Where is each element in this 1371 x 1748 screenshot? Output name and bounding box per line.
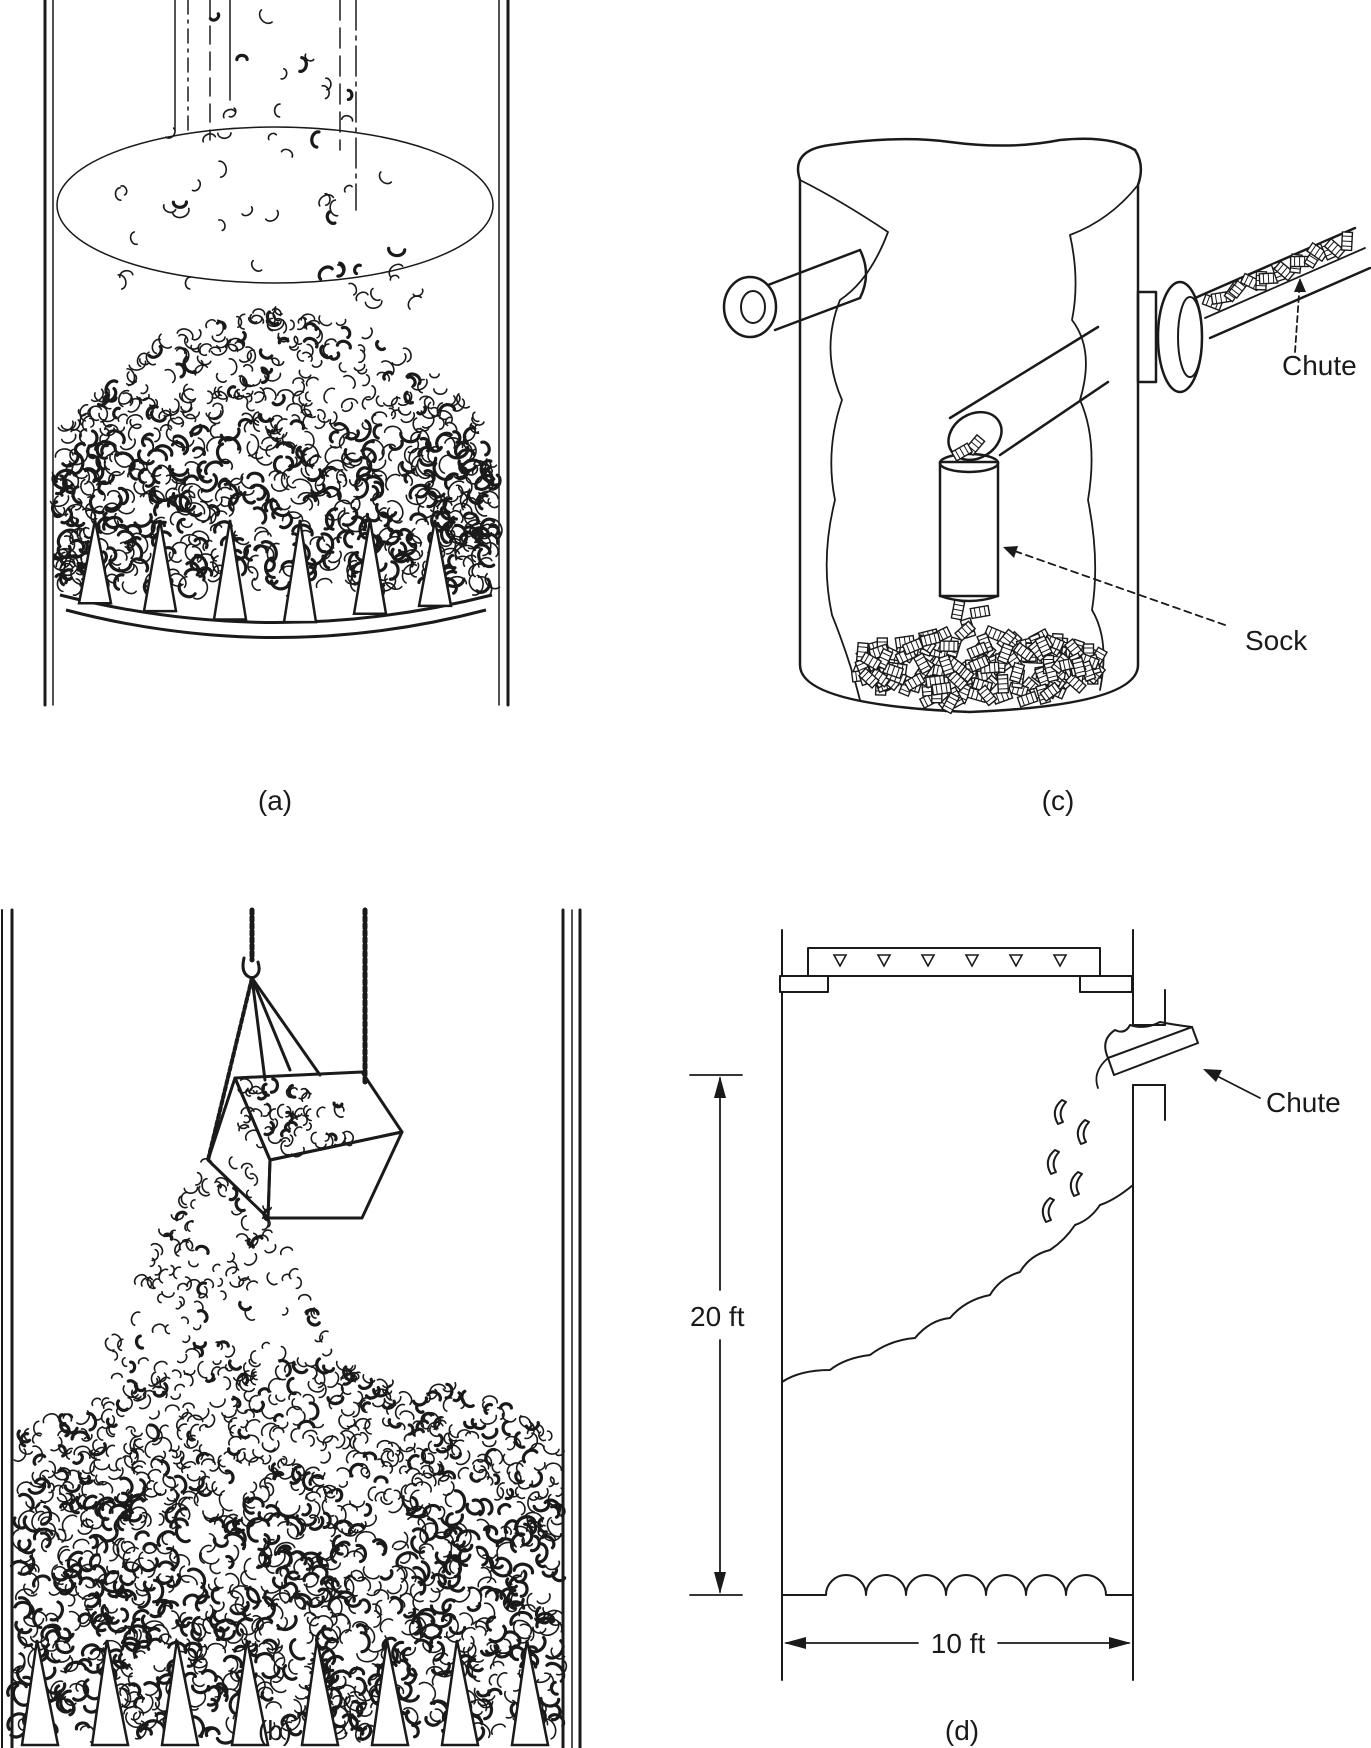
panel-a-liquid-dump xyxy=(43,0,510,707)
liquid-surface-ellipse xyxy=(56,126,494,284)
height-dimension-label: 20 ft xyxy=(690,1301,745,1332)
bed-support-cones xyxy=(20,1639,550,1747)
sock-label: Sock xyxy=(1245,625,1308,656)
column-shell xyxy=(781,929,1166,1681)
caption-d: (d) xyxy=(945,1715,979,1746)
packing-pile xyxy=(850,620,1108,715)
external-chute xyxy=(1193,226,1371,340)
column-wall-left xyxy=(43,0,54,707)
packed-bed xyxy=(6,1357,568,1745)
chute-leader xyxy=(1214,1074,1261,1099)
support-plate-scallops xyxy=(781,1574,1134,1596)
panel-c-sock-loading: Chute Sock xyxy=(722,137,1371,715)
sock-leader xyxy=(1005,547,1226,626)
vessel-outline xyxy=(796,137,1143,714)
column-wall-right xyxy=(561,908,582,1748)
right-nozzle xyxy=(1136,280,1204,394)
falling-rings xyxy=(950,433,991,639)
caption-c: (c) xyxy=(1042,785,1075,816)
width-dimension-label: 10 ft xyxy=(931,1628,986,1659)
column-wall-left xyxy=(1,908,14,1748)
sock xyxy=(938,452,1000,603)
hoist-cables xyxy=(206,907,368,1162)
falling-packing-pieces xyxy=(114,9,424,310)
left-nozzle xyxy=(722,248,868,339)
falling-pieces xyxy=(1041,1099,1090,1223)
caption-b: (b) xyxy=(258,1715,292,1746)
column-wall-right xyxy=(498,0,510,707)
chute xyxy=(1095,1021,1199,1089)
falling-stream-lines xyxy=(174,0,357,211)
chute-label: Chute xyxy=(1266,1087,1341,1118)
liquid-distributor xyxy=(779,947,1133,993)
panel-b-bucket-dump xyxy=(1,907,582,1748)
bed-surface-slope xyxy=(781,1184,1134,1383)
packed-bed xyxy=(49,306,503,600)
caption-a: (a) xyxy=(258,785,292,816)
width-dimension xyxy=(784,1637,1131,1649)
falling-packing-pieces xyxy=(104,1156,333,1386)
height-dimension xyxy=(689,1074,743,1596)
bed-support-plate xyxy=(59,519,493,639)
chute-label: Chute xyxy=(1282,350,1357,381)
panel-d-chute-loading: 20 ft 10 ft Chute xyxy=(689,929,1341,1681)
